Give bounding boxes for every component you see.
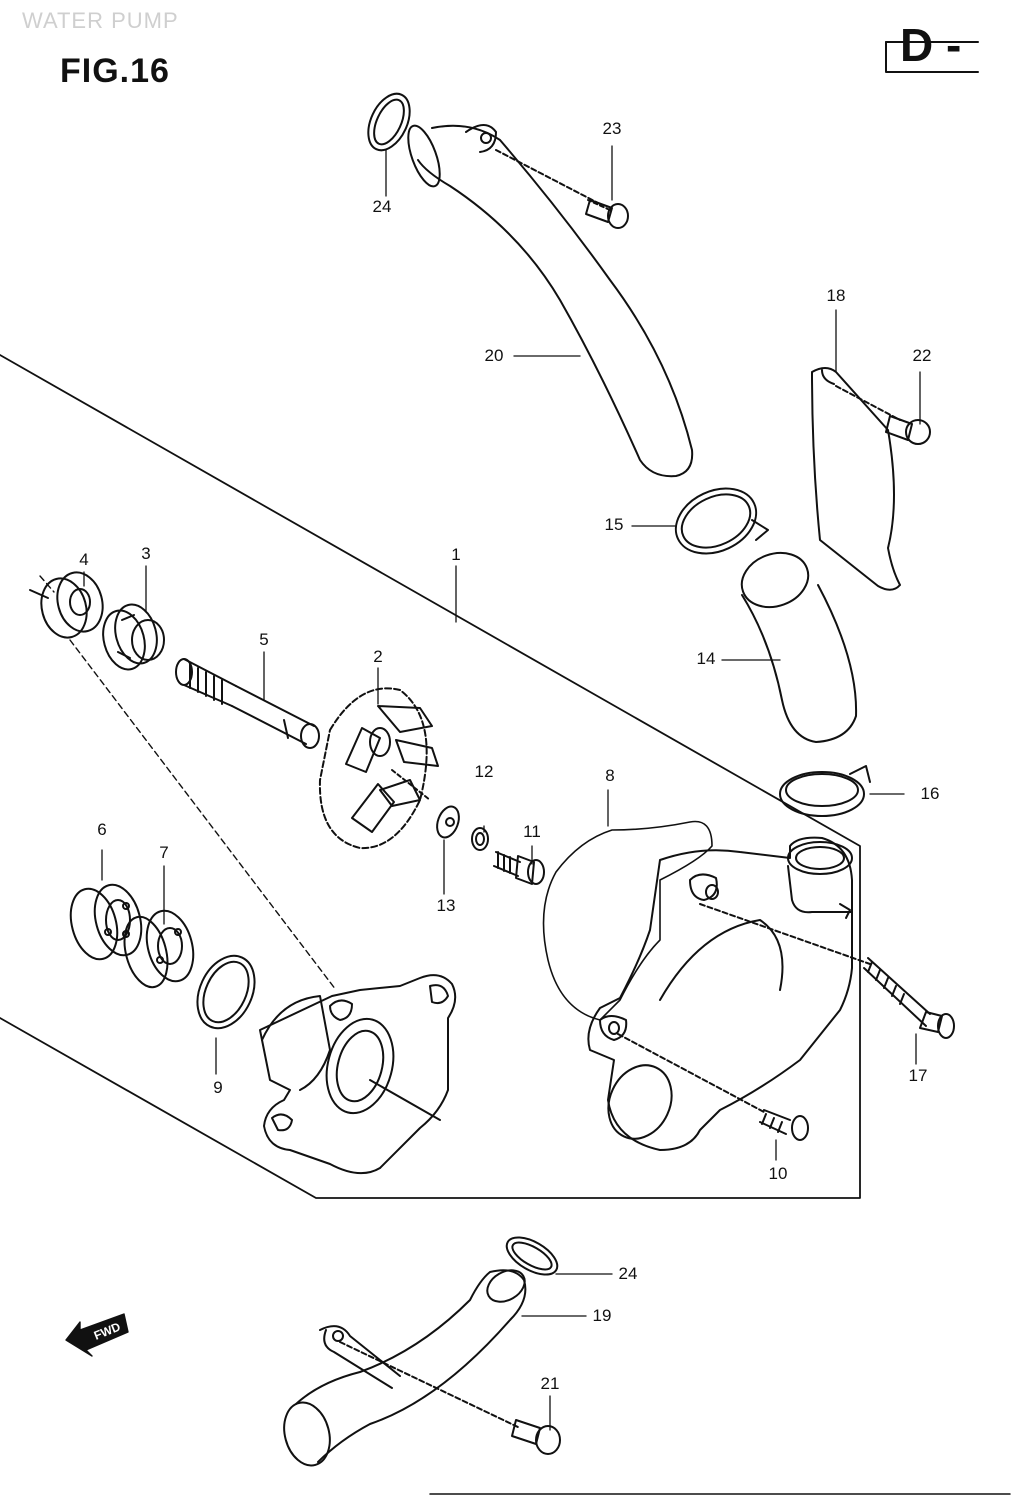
bolt-21 xyxy=(339,1341,561,1455)
pump-case-cover xyxy=(587,836,853,1151)
bolt-22 xyxy=(835,385,931,445)
section-mark: D - xyxy=(900,19,962,71)
callout-18: 18 xyxy=(826,286,846,305)
figure-title: FIG.16 xyxy=(60,52,170,90)
callout-3: 3 xyxy=(141,544,151,563)
callout-19: 19 xyxy=(592,1306,612,1325)
upper-water-hose xyxy=(407,124,694,478)
callout-24-bottom: 24 xyxy=(618,1264,638,1283)
bearing-7 xyxy=(123,909,195,989)
pump-body xyxy=(259,974,457,1175)
callout-12: 12 xyxy=(474,762,494,781)
callout-5: 5 xyxy=(259,630,269,649)
bolt-23 xyxy=(495,149,629,229)
lower-water-pipe-19 xyxy=(283,1269,527,1467)
o-ring-9 xyxy=(196,954,256,1030)
callout-7: 7 xyxy=(159,843,169,862)
hose-clamp-15 xyxy=(674,487,769,555)
projection-lines xyxy=(39,575,337,991)
hose-clamp-16 xyxy=(779,765,871,817)
mechanical-seal-3 xyxy=(102,603,165,671)
washer-12 xyxy=(471,827,489,851)
callout-16: 16 xyxy=(920,784,940,803)
callout-9: 9 xyxy=(213,1078,223,1097)
callout-17: 17 xyxy=(908,1066,928,1085)
callout-24-top: 24 xyxy=(372,197,392,216)
callout-10: 10 xyxy=(768,1164,788,1183)
impeller-shaft-5 xyxy=(175,658,320,749)
impeller-2 xyxy=(318,687,439,850)
washer-13 xyxy=(436,805,460,839)
callout-15: 15 xyxy=(604,515,624,534)
bolt-11 xyxy=(493,851,545,885)
callout-1: 1 xyxy=(451,545,461,564)
callout-8: 8 xyxy=(605,766,615,785)
faint-section-title: WATER PUMP xyxy=(22,8,179,33)
pipe-bracket-18 xyxy=(811,367,901,591)
callout-11: 11 xyxy=(523,822,541,841)
bolt-17 xyxy=(699,903,955,1039)
o-ring-top xyxy=(367,92,411,152)
forward-arrow-icon: FWD xyxy=(65,1313,129,1357)
water-hose-14 xyxy=(740,551,858,743)
o-ring-bottom xyxy=(505,1236,559,1276)
oil-seal-4 xyxy=(29,571,104,639)
screw-10 xyxy=(617,1033,809,1141)
callout-22: 22 xyxy=(912,346,932,365)
callout-4: 4 xyxy=(79,550,89,569)
callout-2: 2 xyxy=(373,647,383,666)
assembly-boundary xyxy=(0,354,861,1199)
gasket-8 xyxy=(542,820,713,1021)
section-bracket xyxy=(885,41,979,73)
leader-lines xyxy=(83,145,921,1431)
callout-13: 13 xyxy=(436,896,456,915)
callout-23: 23 xyxy=(602,119,622,138)
callout-6: 6 xyxy=(97,820,107,839)
bearing-6 xyxy=(69,883,143,961)
callout-20: 20 xyxy=(484,346,504,365)
callout-21: 21 xyxy=(540,1374,560,1393)
callout-14: 14 xyxy=(696,649,716,668)
